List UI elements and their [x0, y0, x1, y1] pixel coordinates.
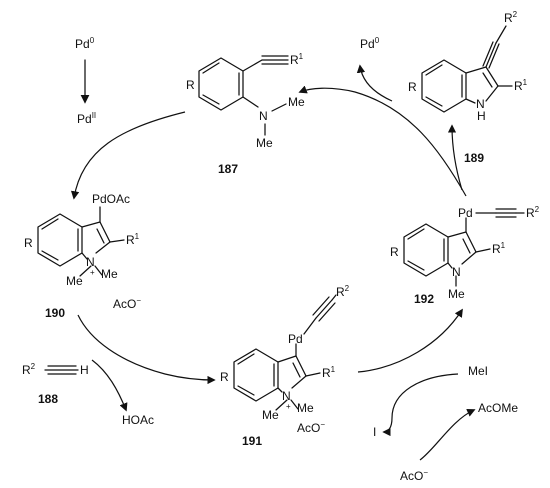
192-pd: Pd — [458, 206, 473, 220]
192-r1: R1 — [492, 241, 506, 256]
iodide-label: I — [373, 425, 376, 439]
methylation-side-cycle: MeI AcOMe I AcO− — [373, 364, 518, 483]
acome-label: AcOMe — [478, 401, 518, 415]
191-r1: R1 — [322, 365, 336, 380]
aco-in-label: AcO− — [400, 468, 428, 483]
191-me-a: Me — [262, 408, 279, 422]
190-plus: + — [90, 268, 95, 277]
192-r: R — [390, 245, 399, 259]
189-r2: R2 — [504, 10, 518, 25]
compound-189: R2 R1 R N H 189 — [408, 10, 528, 165]
arrow-190-to-191 — [77, 314, 216, 385]
arrow-to-189 — [447, 124, 463, 191]
191-n: N — [282, 389, 291, 403]
cycle-arrows — [70, 64, 467, 412]
191-plus: + — [286, 402, 291, 411]
hoac-release-arrow — [91, 359, 128, 412]
187-me-b: Me — [256, 136, 273, 150]
192-r2: R2 — [526, 205, 540, 220]
mei-to-iodide-arrow — [382, 373, 459, 437]
pd0-label: Pd0 — [75, 36, 95, 51]
hoac-label: HOAc — [122, 413, 154, 427]
192-me: Me — [448, 287, 465, 301]
arrow-192-to-187 — [298, 85, 467, 197]
190-n: N — [86, 255, 95, 269]
192-n: N — [452, 265, 461, 279]
pd-activation: Pd0 PdII — [75, 36, 96, 126]
190-counterion: AcO− — [113, 296, 141, 311]
189-h: H — [477, 109, 486, 123]
191-pd: Pd — [288, 332, 303, 346]
189-r1: R1 — [514, 78, 528, 93]
mei-label: MeI — [468, 364, 488, 378]
191-number: 191 — [242, 434, 262, 448]
191-me-b: Me — [297, 401, 314, 415]
188-h: H — [80, 363, 89, 377]
pd2-label: PdII — [77, 111, 96, 126]
pd0-release-arrow — [356, 64, 393, 102]
compound-187: R1 R N Me Me 187 — [186, 52, 305, 176]
compound-192: Pd R2 R1 R N Me 192 — [390, 205, 540, 306]
189-r: R — [408, 80, 417, 94]
188-r2: R2 — [22, 362, 36, 377]
arrow-187-to-190 — [70, 111, 186, 200]
pd0-release-label: Pd0 — [360, 36, 380, 51]
187-r1: R1 — [290, 52, 304, 67]
190-pdoac: PdOAc — [92, 192, 130, 206]
187-me-a: Me — [288, 95, 305, 109]
189-number: 189 — [464, 151, 484, 165]
arrow-191-to-192 — [357, 308, 463, 373]
191-r2: R2 — [336, 284, 350, 299]
187-r: R — [186, 78, 195, 92]
187-n: N — [259, 109, 268, 123]
compound-191: Pd R2 R1 R N + Me Me AcO− 191 — [220, 284, 350, 448]
188-number: 188 — [38, 392, 58, 406]
187-number: 187 — [218, 162, 238, 176]
192-number: 192 — [414, 292, 434, 306]
190-r: R — [24, 236, 33, 250]
compound-190: PdOAc R1 R N + Me Me AcO− 190 — [24, 192, 141, 320]
190-me-b: Me — [101, 267, 118, 281]
191-counterion: AcO− — [297, 420, 325, 435]
190-number: 190 — [45, 306, 65, 320]
acetate-to-acome-arrow — [419, 408, 476, 461]
190-me-a: Me — [66, 274, 83, 288]
190-r1: R1 — [126, 232, 140, 247]
189-n: N — [476, 97, 485, 111]
compound-188: R2 H 188 — [22, 362, 89, 406]
191-r: R — [220, 370, 229, 384]
